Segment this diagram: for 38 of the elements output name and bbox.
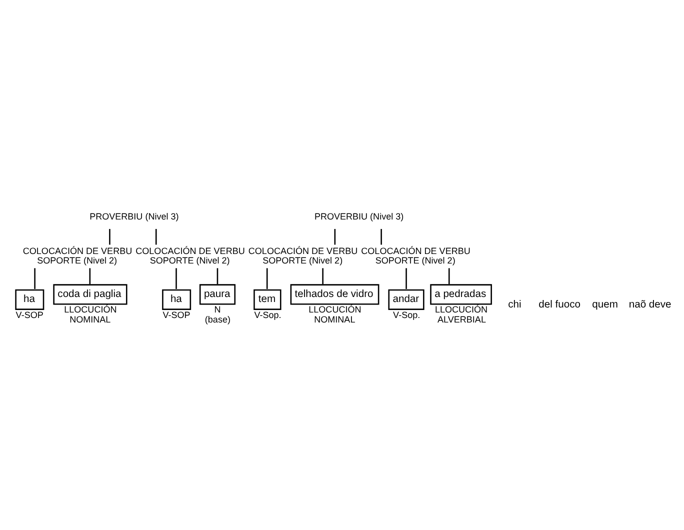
connector — [89, 268, 91, 284]
connector — [176, 268, 177, 288]
connector — [266, 268, 268, 288]
node-label: LLOCUCIÓN ALVERBIAL — [434, 304, 488, 324]
node-box: ha — [15, 288, 44, 310]
node-box: ha — [162, 288, 192, 310]
connector — [406, 268, 407, 288]
node-label: LLOCUCIÓN NOMINAL — [64, 304, 117, 324]
node-label: V-Sop. — [393, 309, 420, 320]
node-text: COLOCACIÓN DE VERBU SOPORTE (Nivel 2) — [248, 246, 358, 266]
node-label: V-Sop. — [254, 309, 282, 320]
connector — [216, 268, 218, 284]
node-text: PROVERBIU (Nivel 3) — [90, 211, 179, 222]
node-label: N (base) — [204, 304, 230, 324]
node-label: LLOCUCIÓN NOMINAL — [308, 304, 362, 324]
connector — [380, 228, 382, 244]
connector — [322, 268, 324, 284]
node-label: V-SOP — [162, 309, 190, 320]
label: quem — [592, 298, 618, 310]
node-box: andar — [388, 288, 424, 310]
node-box: tem — [254, 288, 282, 310]
node-text: PROVERBIU (Nivel 3) — [314, 211, 404, 222]
node-label: V-SOP — [16, 309, 44, 320]
node-text: COLOCACIÓN DE VERBU SOPORTE (Nivel 2) — [136, 246, 245, 266]
label: chi — [508, 298, 522, 310]
node-box: a pedradas — [430, 284, 492, 304]
label: del fuoco — [538, 298, 580, 310]
node-box: telhados de vidro — [290, 284, 380, 304]
connector — [448, 268, 450, 284]
connector — [109, 228, 110, 244]
connector — [334, 228, 336, 244]
node-text: COLOCACIÓN DE VERBU SOPORTE (Nivel 2) — [22, 246, 132, 266]
connector — [155, 228, 157, 244]
connector — [34, 268, 36, 288]
node-text: COLOCACIÓN DE VERBU SOPORTE (Nivel 2) — [361, 246, 470, 266]
node-box: paura — [199, 284, 236, 304]
label: naõ deve — [628, 298, 672, 310]
node-box: coda di paglia — [53, 284, 128, 304]
